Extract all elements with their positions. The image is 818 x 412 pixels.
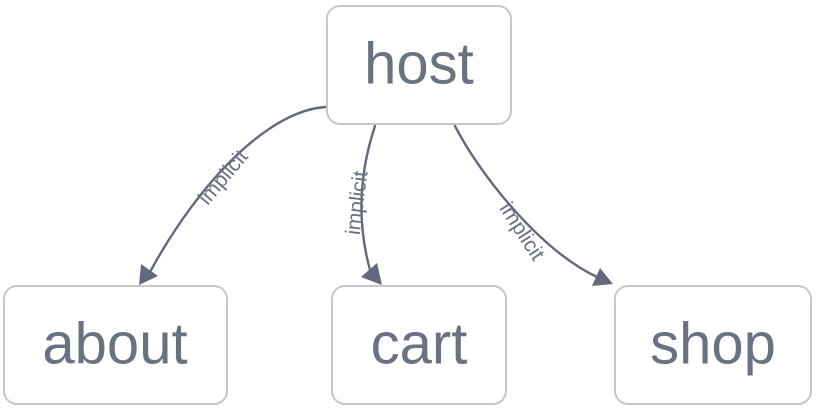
node-about-label: about bbox=[42, 311, 187, 376]
edge-host-shop[interactable] bbox=[453, 124, 613, 286]
edge-path-host-cart bbox=[360, 124, 377, 272]
edge-host-cart[interactable] bbox=[360, 124, 382, 285]
edge-path-host-shop bbox=[453, 124, 599, 279]
node-host-box bbox=[326, 5, 512, 125]
edge-label-text: implicit bbox=[495, 198, 549, 264]
edge-label-host-about: implicit bbox=[194, 145, 253, 209]
edge-label-text: implicit bbox=[342, 169, 373, 236]
node-host-label: host bbox=[364, 31, 474, 96]
edge-label-host-cart: implicit bbox=[342, 169, 373, 236]
node-cart-box bbox=[331, 285, 507, 405]
arrowhead-cart bbox=[361, 263, 382, 285]
edge-label-host-shop: implicit bbox=[495, 198, 549, 264]
edge-host-about[interactable] bbox=[139, 105, 328, 285]
node-shop-label: shop bbox=[650, 311, 776, 376]
node-shop[interactable]: shop bbox=[614, 285, 812, 405]
arrowhead-about bbox=[139, 264, 158, 285]
node-host[interactable]: host bbox=[326, 5, 512, 125]
node-about-box bbox=[3, 285, 228, 405]
node-shop-box bbox=[614, 285, 812, 405]
node-cart-label: cart bbox=[371, 311, 468, 376]
edge-label-text: implicit bbox=[194, 145, 253, 209]
node-about[interactable]: about bbox=[3, 285, 228, 405]
edge-path-host-about bbox=[148, 105, 328, 274]
arrowhead-shop bbox=[592, 268, 613, 286]
node-cart[interactable]: cart bbox=[331, 285, 507, 405]
